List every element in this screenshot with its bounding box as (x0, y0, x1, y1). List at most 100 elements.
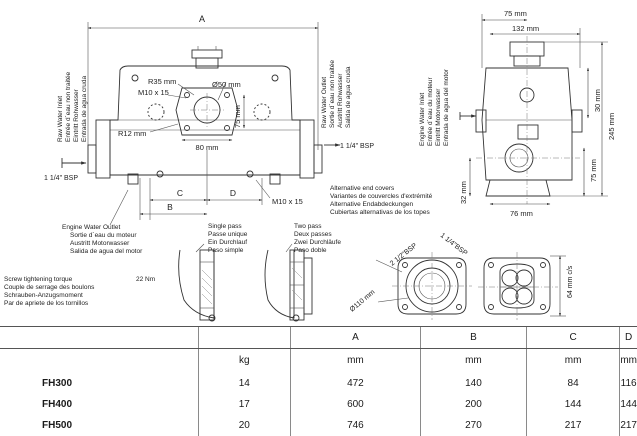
bsp-left-label: 1 1/4" BSP (44, 175, 78, 182)
svg-text:Deux passes: Deux passes (294, 231, 332, 238)
svg-text:Entrada de agua del motor: Entrada de agua del motor (443, 68, 450, 146)
dim-80-label: 80 mm (196, 143, 219, 152)
torque-value: 22 Nm (136, 276, 155, 283)
units-b: mm (419, 348, 527, 373)
table-header-row: A B C D (0, 325, 637, 350)
cover-bsp-left-label: 2 1/2"BSP (389, 242, 419, 267)
cover-two-front (478, 252, 566, 320)
units-d: mm (619, 348, 637, 373)
svg-text:Screw tightening torque: Screw tightening torque (4, 276, 73, 283)
header-d: D (619, 325, 637, 350)
side-30-label: 30 mm (593, 89, 602, 112)
side-75-label: 75 mm (504, 9, 527, 18)
units-kg: kg (197, 348, 291, 373)
engine-water-outlet-text: Engine Water Outlet Sortie d´eau du mote… (62, 224, 143, 255)
single-pass-text: Single pass Passe unique Ein Durchlauf P… (208, 223, 248, 254)
svg-text:Passe unique: Passe unique (208, 231, 248, 238)
header-c: C (525, 325, 620, 350)
dim-a-label: A (199, 14, 205, 24)
header-b: B (419, 325, 527, 350)
svg-text:Engine Water Outlet: Engine Water Outlet (62, 224, 120, 231)
heat-exchanger-drawing: A (4, 9, 616, 322)
dimensions-bcd (139, 150, 263, 220)
svg-text:Austritt Rohwasser: Austritt Rohwasser (337, 73, 344, 128)
svg-text:Engine Water Inlet: Engine Water Inlet (419, 93, 426, 146)
raw-inlet-arrow (61, 158, 87, 168)
bsp-right-label: 1 1/4" BSP (340, 143, 374, 150)
cover-phi110-label: Ø110 mm (349, 289, 377, 314)
d-cell: 217 (619, 414, 637, 436)
svg-text:Two pass: Two pass (294, 223, 322, 230)
a-cell: 746 (289, 414, 421, 436)
side-75b-label: 75 mm (589, 159, 598, 182)
m10-bottom-label: M10 x 15 (272, 197, 303, 206)
d-cell: 116 (619, 372, 637, 394)
svg-text:Cubiertas alternativas de los: Cubiertas alternativas de los topes (330, 209, 430, 216)
two-pass-cover (264, 243, 313, 322)
r35-label: R35 mm (148, 77, 176, 86)
cover-64-label: 64 mm c/s (567, 265, 574, 298)
svg-text:Ein Durchlauf: Ein Durchlauf (208, 239, 247, 246)
dim-75-label: 75 mm (233, 105, 242, 128)
svg-text:Eintritt Motorwasser: Eintritt Motorwasser (435, 88, 442, 146)
r12-label: R12 mm (118, 129, 146, 138)
svg-text:Alternative Endabdeckungen: Alternative Endabdeckungen (330, 201, 414, 208)
table-row: FH500 20 746 270 217 217 (0, 414, 637, 436)
alt-end-covers-text: Alternative end covers Variantes de couv… (330, 185, 433, 216)
front-view (87, 46, 323, 185)
b-cell: 270 (419, 414, 527, 436)
b-cell: 200 (419, 393, 527, 415)
single-pass-cover (178, 243, 216, 322)
svg-text:Raw Water Outlet: Raw Water Outlet (321, 77, 328, 128)
kg-cell: 17 (197, 393, 291, 415)
cover-single-front (375, 252, 472, 320)
svg-text:Alternative end covers: Alternative end covers (330, 185, 395, 192)
a-cell: 600 (289, 393, 421, 415)
dim-b-label: B (167, 202, 173, 212)
header-a: A (289, 325, 421, 350)
svg-text:Salida de agua del motor: Salida de agua del motor (70, 248, 143, 255)
raw-water-inlet-text: Raw Water Inlet Entrée d´eau non traitée… (57, 72, 88, 142)
svg-text:Entrée d´eau du moteur: Entrée d´eau du moteur (427, 77, 434, 146)
svg-text:Paso doble: Paso doble (294, 247, 327, 254)
table-row: FH400 17 600 200 144 144 (0, 393, 637, 415)
m10-top-label: M10 x 15 (138, 88, 169, 97)
svg-text:Zwei Durchläufe: Zwei Durchläufe (294, 239, 341, 246)
svg-text:Single pass: Single pass (208, 223, 242, 230)
svg-text:Salida de agua cruda: Salida de agua cruda (345, 66, 352, 128)
side-132-label: 132 mm (512, 24, 539, 33)
svg-text:Schrauben-Anzugsmoment: Schrauben-Anzugsmoment (4, 292, 83, 299)
dim-d-label: D (230, 188, 236, 198)
screw-torque-text: Screw tightening torque Couple de serrag… (4, 276, 95, 307)
two-pass-text: Two pass Deux passes Zwei Durchläufe Pas… (294, 223, 341, 254)
dim-c-label: C (177, 188, 183, 198)
side-76-label: 76 mm (510, 209, 533, 218)
model-cell: FH300 (42, 377, 73, 389)
raw-water-outlet-text: Raw Water Outlet Sortie d´eau non traité… (321, 60, 352, 128)
kg-cell: 14 (197, 372, 291, 394)
svg-text:Entrée d´eau non traitée: Entrée d´eau non traitée (65, 72, 72, 142)
svg-text:Paso simple: Paso simple (208, 247, 244, 254)
svg-text:Par de apriete de los tornillo: Par de apriete de los tornillos (4, 300, 89, 307)
svg-text:Sortie d´eau non traitée: Sortie d´eau non traitée (329, 60, 336, 128)
dimension-a: A (87, 14, 319, 150)
c-cell: 217 (525, 414, 620, 436)
units-c: mm (525, 348, 620, 373)
svg-text:Entrada de agua cruda: Entrada de agua cruda (81, 75, 88, 142)
header-kg (197, 325, 291, 350)
header-model (0, 325, 199, 350)
svg-text:Couple de serrage des boulons: Couple de serrage des boulons (4, 284, 95, 291)
svg-text:Variantes de couvercles d'extr: Variantes de couvercles d'extrémité (330, 193, 433, 200)
svg-text:Eintritt Rohwasser: Eintritt Rohwasser (73, 88, 80, 142)
cover-bsp-right-label: 1 1/4"BSP (439, 232, 469, 257)
d-cell: 144 (619, 393, 637, 415)
svg-text:Sortie d´eau du moteur: Sortie d´eau du moteur (70, 232, 137, 239)
a-cell: 472 (289, 372, 421, 394)
side-245-label: 245 mm (607, 113, 616, 140)
phi50-label: Ø50 mm (212, 80, 241, 89)
side-32-label: 32 mm (459, 181, 468, 204)
engine-water-inlet-text: Engine Water Inlet Entrée d´eau du moteu… (419, 68, 450, 146)
units-model (0, 349, 198, 373)
kg-cell: 20 (197, 414, 291, 436)
units-a: mm (289, 348, 421, 373)
